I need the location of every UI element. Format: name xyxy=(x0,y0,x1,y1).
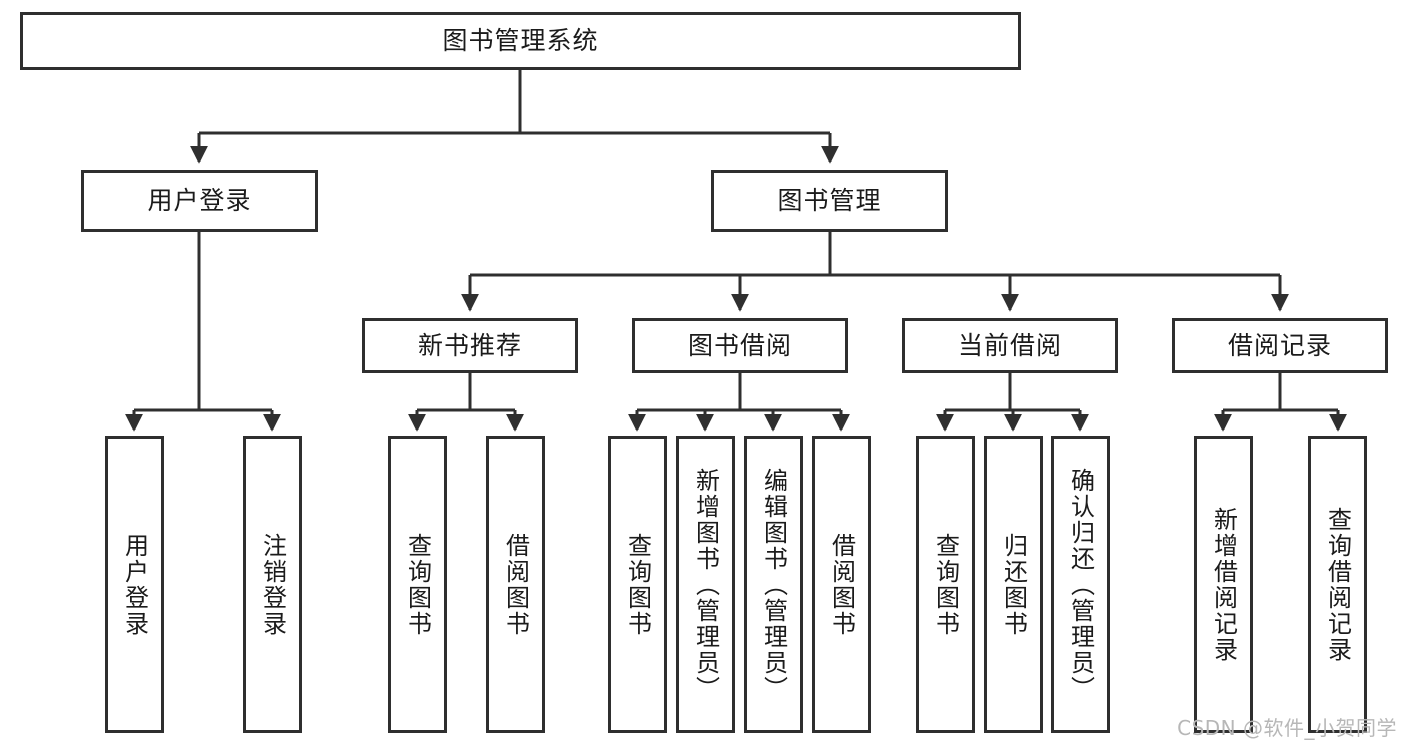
leaf-label: 编辑图书（管理员） xyxy=(759,467,788,702)
leaf-label: 查询借阅记录 xyxy=(1323,506,1352,663)
leaf-label: 用户登录 xyxy=(120,532,149,637)
leaf-label: 新增借阅记录 xyxy=(1209,506,1238,663)
node-root-book-management-system[interactable]: 图书管理系统 xyxy=(20,12,1021,70)
leaf-query-book-from-current[interactable]: 查询图书 xyxy=(916,436,975,733)
leaf-add-book-admin[interactable]: 新增图书（管理员） xyxy=(676,436,735,733)
leaf-user-login[interactable]: 用户登录 xyxy=(105,436,164,733)
leaf-query-book-from-borrow[interactable]: 查询图书 xyxy=(608,436,667,733)
node-book-manage[interactable]: 图书管理 xyxy=(711,170,948,232)
node-user-login[interactable]: 用户登录 xyxy=(81,170,318,232)
leaf-return-book[interactable]: 归还图书 xyxy=(984,436,1043,733)
leaf-query-book-from-recommendation[interactable]: 查询图书 xyxy=(388,436,447,733)
leaf-label: 新增图书（管理员） xyxy=(691,467,720,702)
csdn-watermark: CSDN @软件_小贺同学 xyxy=(1177,716,1397,740)
node-book-borrow[interactable]: 图书借阅 xyxy=(632,318,848,373)
leaf-label: 查询图书 xyxy=(931,532,960,637)
leaf-borrow-book-from-recommendation[interactable]: 借阅图书 xyxy=(486,436,545,733)
leaf-label: 借阅图书 xyxy=(827,532,856,637)
node-new-book-recommendation[interactable]: 新书推荐 xyxy=(362,318,578,373)
leaf-label: 查询图书 xyxy=(623,532,652,637)
node-borrow-record[interactable]: 借阅记录 xyxy=(1172,318,1388,373)
leaf-logout[interactable]: 注销登录 xyxy=(243,436,302,733)
leaf-label: 归还图书 xyxy=(999,532,1028,637)
leaf-borrow-book-from-borrow[interactable]: 借阅图书 xyxy=(812,436,871,733)
leaf-label: 注销登录 xyxy=(258,532,287,637)
leaf-edit-book-admin[interactable]: 编辑图书（管理员） xyxy=(744,436,803,733)
leaf-label: 借阅图书 xyxy=(501,532,530,637)
leaf-label: 确认归还（管理员） xyxy=(1066,467,1095,702)
leaf-add-borrow-record[interactable]: 新增借阅记录 xyxy=(1194,436,1253,733)
leaf-label: 查询图书 xyxy=(403,532,432,637)
leaf-confirm-return-admin[interactable]: 确认归还（管理员） xyxy=(1051,436,1110,733)
leaf-query-borrow-record[interactable]: 查询借阅记录 xyxy=(1308,436,1367,733)
node-current-borrow[interactable]: 当前借阅 xyxy=(902,318,1118,373)
